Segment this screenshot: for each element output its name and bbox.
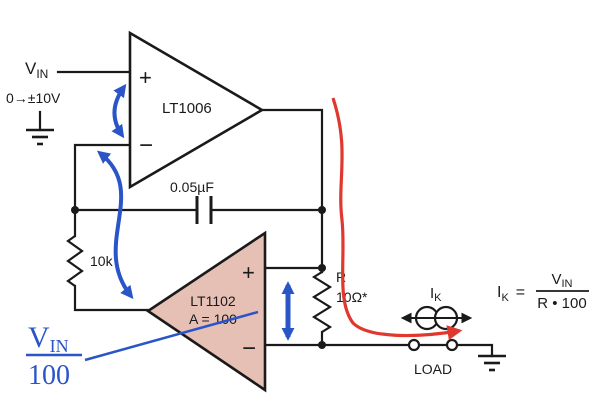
cap-label: 0.05µF <box>170 179 214 195</box>
node-dot <box>71 206 79 214</box>
formula-numerator: VIN <box>551 271 572 290</box>
lt1102-body <box>145 230 267 393</box>
r-sense-label: R <box>336 269 346 285</box>
resistor-10k <box>66 235 84 287</box>
vin-label: VIN <box>25 59 48 81</box>
blue-arrow-amp1-inputs <box>111 83 127 139</box>
formula-lhs: IK= <box>497 284 525 304</box>
ground-symbol-right <box>478 354 506 372</box>
load-label: LOAD <box>414 361 452 377</box>
amp2-plus-sign: + <box>242 260 255 285</box>
r-sense-value: 10Ω* <box>336 289 368 305</box>
formula-denominator: R • 100 <box>537 295 586 312</box>
annotation-vin-numerator: VIN <box>28 321 69 356</box>
amp2-minus-sign: − <box>242 335 256 362</box>
vin-range-label: 0→±10V <box>6 90 61 106</box>
wire-feedback-bottom <box>73 284 150 312</box>
node-dot <box>318 206 326 214</box>
lt1006-body <box>128 30 265 190</box>
r-feedback-label: 10k <box>90 253 114 269</box>
blue-annotations <box>26 83 295 362</box>
formula: IK= VIN R • 100 <box>497 271 589 312</box>
annotation-denominator: 100 <box>28 360 70 391</box>
ik-label: IK <box>430 285 442 304</box>
amp1-plus-sign: + <box>139 65 152 90</box>
red-current-path-arrow <box>331 97 463 341</box>
amp2-label: LT1102 <box>190 293 236 309</box>
load-terminal-right <box>445 338 459 352</box>
blue-arrow-feedback-path <box>96 150 134 300</box>
amp1-minus-sign: − <box>139 132 153 159</box>
blue-pointer-line <box>84 310 259 362</box>
amp2-gain-label-fallback: A = 100 <box>189 311 237 327</box>
node-dot <box>318 264 326 272</box>
resistor-r-sense <box>311 271 333 333</box>
load-terminal-left <box>407 338 421 352</box>
wire-amp1-output <box>260 108 324 274</box>
wire-ground-right <box>456 343 494 358</box>
wire-inverting-input <box>73 143 132 238</box>
ground-symbol-left <box>26 128 54 146</box>
node-dot <box>318 341 326 349</box>
wires <box>38 70 494 358</box>
amp1-label: LT1006 <box>162 100 212 117</box>
